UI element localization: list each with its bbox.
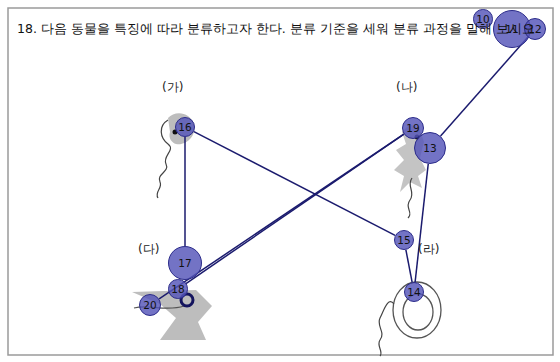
figure-label: (다) (138, 241, 159, 258)
callout-number: 14 (407, 287, 420, 298)
scanpath-line (159, 134, 404, 299)
callout-number: 20 (143, 300, 156, 311)
figure-label: (가) (162, 79, 183, 96)
figure-label: (라) (418, 241, 439, 258)
animal-ra (379, 282, 441, 356)
callout-number: 13 (423, 143, 436, 154)
callout-number: 19 (406, 123, 419, 134)
animal-ga (157, 113, 195, 198)
scanpath-line (406, 250, 412, 282)
callout-number: 16 (178, 122, 191, 133)
fixation-circle: 15 (394, 230, 414, 250)
frame (8, 8, 553, 355)
fixation-circle: 19 (402, 117, 424, 139)
question-title: 18. 다음 동물을 특징에 따라 분류하고자 한다. 분류 기준을 세워 분류… (17, 21, 538, 38)
fixation-circle: 18 (168, 279, 187, 298)
scanpath-line (194, 132, 395, 236)
fixation-circle: 20 (139, 294, 161, 316)
fixation-circle: 14 (404, 282, 424, 302)
scanpath-line (415, 164, 428, 282)
callout-number: 18 (171, 284, 184, 295)
fixation-circle: 16 (175, 117, 195, 137)
callout-number: 15 (397, 235, 410, 246)
fixation-circle: 17 (168, 246, 202, 280)
scanpath-line (441, 37, 528, 136)
figure-label: (나) (396, 79, 417, 96)
scanpath-line (184, 137, 186, 246)
callout-number: 17 (178, 258, 191, 269)
